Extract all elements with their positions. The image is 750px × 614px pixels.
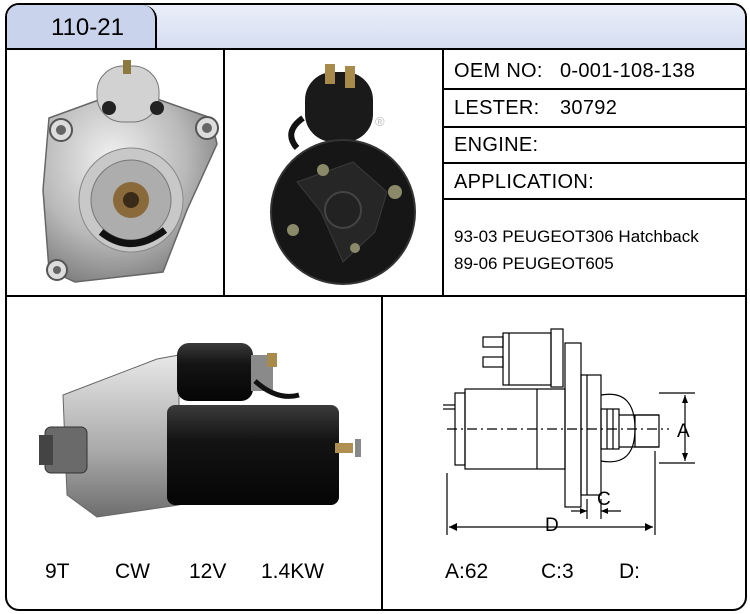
- divider-lester: [442, 126, 745, 128]
- header-bar: 110-21: [7, 5, 745, 50]
- rating-teeth: 9T: [45, 560, 70, 583]
- divider-engine: [442, 162, 745, 164]
- dimension-drawing: A C D: [443, 328, 695, 536]
- lester-label: LESTER:: [454, 97, 540, 119]
- application-line-1: 93-03 PEUGEOT306 Hatchback: [454, 227, 699, 246]
- lester-value: 30792: [560, 97, 618, 119]
- starter-rear-photo: ®: [270, 64, 416, 285]
- dim-a-value: A:62: [445, 560, 489, 583]
- dim-label-a: A: [677, 421, 690, 442]
- oem-value: 0-001-108-138: [560, 60, 696, 82]
- model-number: 110-21: [51, 14, 124, 41]
- application-line-2: 89-06 PEUGEOT605: [454, 254, 614, 273]
- application-label: APPLICATION:: [454, 171, 594, 193]
- starter-front-photo: [42, 60, 219, 283]
- rating-voltage: 12V: [189, 560, 227, 583]
- dim-c-value: C:3: [541, 560, 574, 583]
- divider-specs: [442, 48, 444, 296]
- divider-photo-1: [223, 48, 225, 296]
- dim-label-c: C: [597, 489, 611, 510]
- divider-bottom: [381, 296, 383, 609]
- divider-application: [442, 198, 745, 200]
- oem-label: OEM NO:: [454, 60, 543, 82]
- rating-power: 1.4KW: [261, 560, 325, 583]
- dim-d-value: D:: [619, 560, 640, 583]
- product-sheet: 110-21 OEM NO: 0-001-108-138 LESTER: 307…: [5, 3, 747, 611]
- registered-mark: ®: [375, 114, 385, 129]
- dim-label-d: D: [545, 515, 559, 536]
- engine-label: ENGINE:: [454, 134, 539, 156]
- rating-rotation: CW: [115, 560, 150, 583]
- header-tab: [7, 5, 157, 48]
- starter-side-photo: [39, 343, 361, 518]
- divider-middle: [7, 295, 745, 297]
- divider-oem: [442, 88, 745, 90]
